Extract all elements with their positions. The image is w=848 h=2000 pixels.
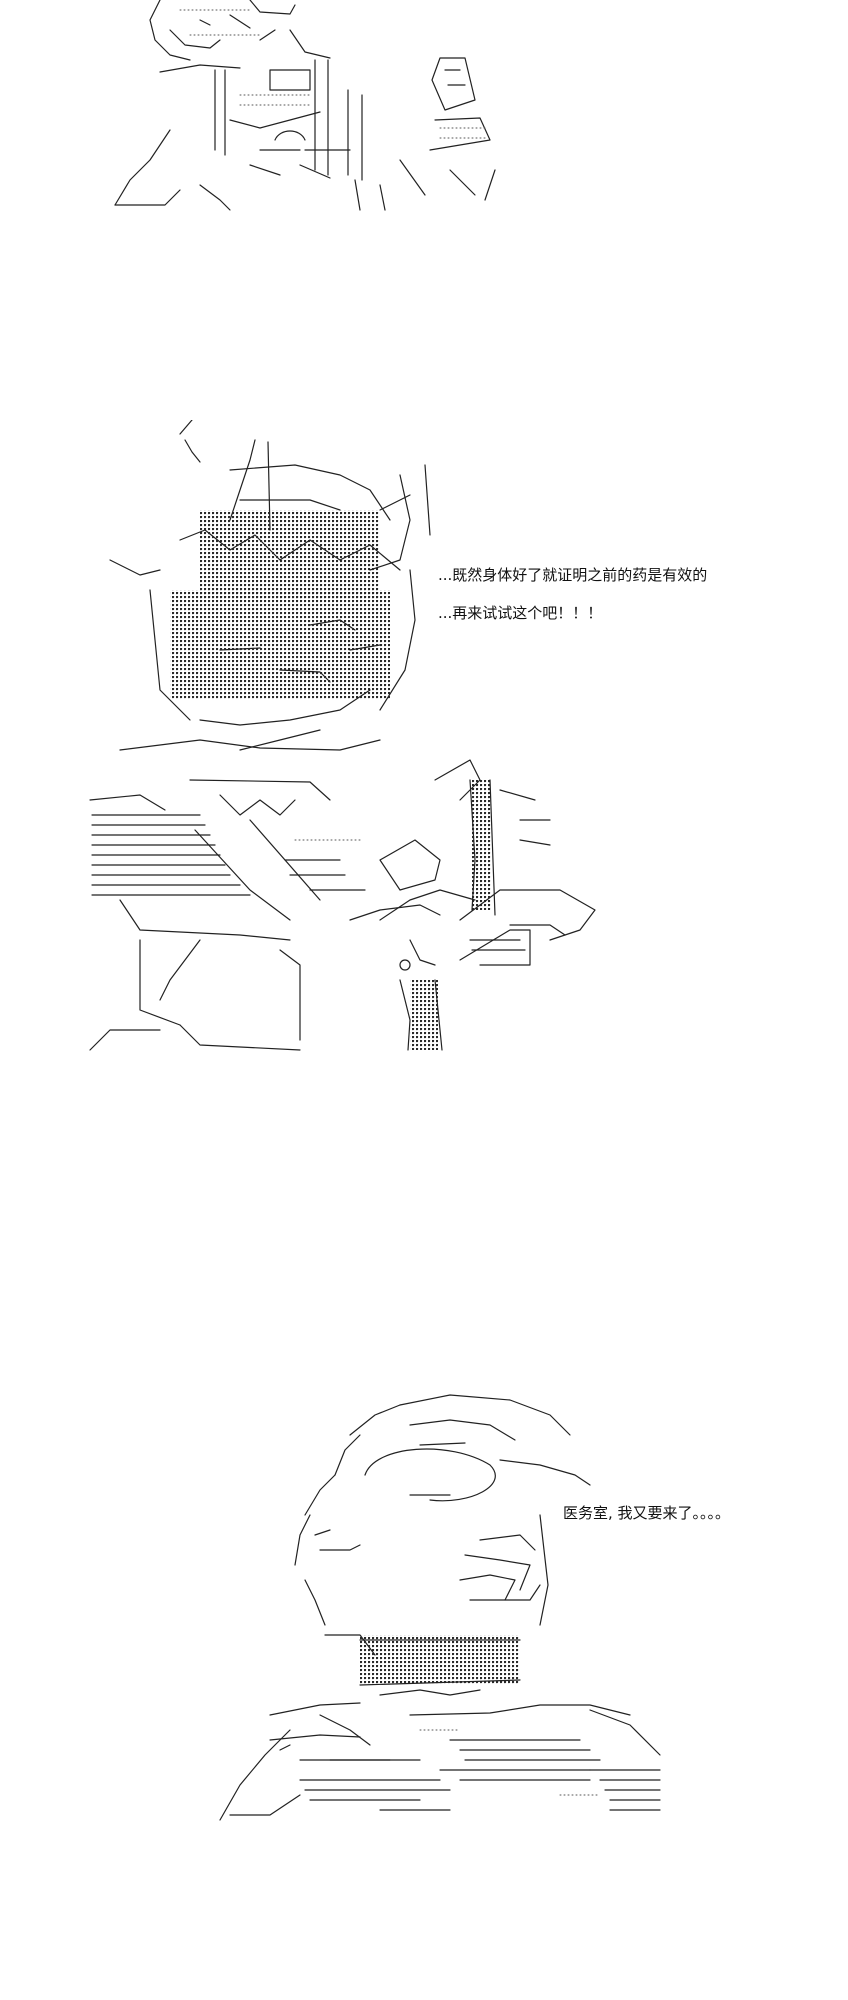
speech-line-drug-worked: ...既然身体好了就证明之前的药是有效的 <box>438 566 708 584</box>
speech-line-try-this: ...再来试试这个吧！！！ <box>438 604 603 622</box>
ascii-art-character-bandaged <box>219 1394 661 1821</box>
ascii-art-character-top <box>114 0 496 211</box>
speech-line-infirmary: 医务室, 我又要来了。。。。 <box>563 1504 731 1522</box>
ascii-art-character-bottle <box>89 420 596 1051</box>
